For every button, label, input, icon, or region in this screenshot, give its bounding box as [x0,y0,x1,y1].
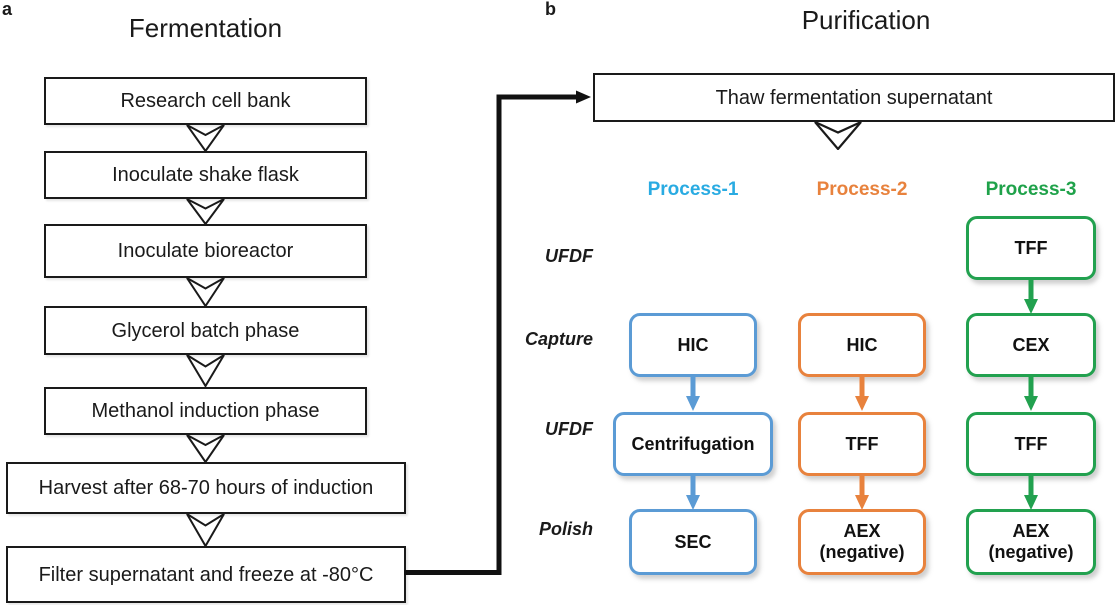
panel-b-label: b [545,0,556,19]
process-3-step-box: AEX (negative) [966,509,1096,575]
stage-label-ufdf-1: UFDF [545,246,593,266]
arrowhead-right-icon [576,90,591,104]
down-arrow-icon [855,475,869,510]
thaw-supernatant-box: Thaw fermentation supernatant [593,73,1115,122]
down-arrow-icon [186,513,225,547]
process-2-step-box: HIC [798,313,926,377]
process-3-header: Process-3 [985,179,1077,200]
down-arrow-icon [1024,376,1038,411]
down-arrow-icon [186,277,225,307]
fermentation-step-box: Glycerol batch phase [44,306,367,355]
fermentation-step-box: Inoculate shake flask [44,151,367,199]
down-arrow-icon [186,354,225,387]
stage-label-ufdf-2: UFDF [545,419,593,439]
down-arrow-icon [686,376,700,411]
fermentation-step-box: Filter supernatant and freeze at -80°C [6,546,406,603]
process-1-step-box: SEC [629,509,757,575]
process-1-step-box: Centrifugation [613,412,773,476]
process-2-step-box: TFF [798,412,926,476]
stage-label-capture: Capture [524,329,593,349]
fermentation-step-box: Harvest after 68-70 hours of induction [6,462,406,514]
fermentation-step-box: Inoculate bioreactor [44,224,367,278]
down-arrow-icon [855,376,869,411]
panel-connector-arrow [404,90,591,575]
process-2-step-box: AEX (negative) [798,509,926,575]
stage-label-polish: Polish [538,519,593,539]
fermentation-step-box: Methanol induction phase [44,387,367,435]
down-arrow-icon [1024,279,1038,314]
fermentation-step-box: Research cell bank [44,77,367,125]
down-arrow-icon [1024,475,1038,510]
process-1-header: Process-1 [647,179,739,200]
down-arrow-icon [686,475,700,510]
down-arrow-icon [186,124,225,152]
fermentation-title: Fermentation [128,13,283,43]
process-3-step-box: TFF [966,216,1096,280]
panel-a-label: a [2,0,13,19]
purification-title: Purification [801,5,931,35]
down-arrow-icon [814,121,862,150]
process-1-step-box: HIC [629,313,757,377]
process-2-header: Process-2 [816,179,908,200]
process-3-step-box: TFF [966,412,1096,476]
down-arrow-icon [186,198,225,225]
down-arrow-icon [186,434,225,463]
process-3-step-box: CEX [966,313,1096,377]
